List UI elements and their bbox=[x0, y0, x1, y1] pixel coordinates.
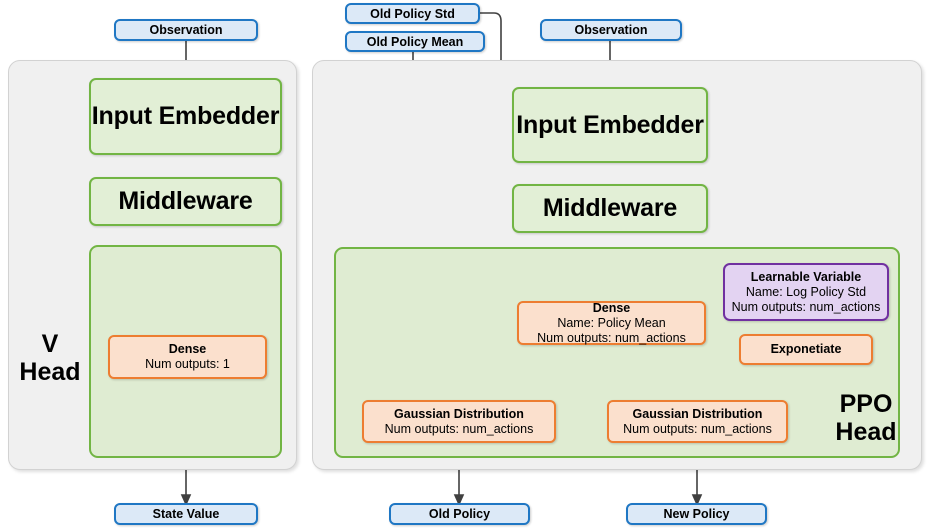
ppo-head-middleware-label: Middleware bbox=[542, 194, 678, 222]
v-head-middleware-label: Middleware bbox=[118, 187, 253, 215]
output-state-value[interactable]: State Value bbox=[114, 503, 258, 525]
gaussian-new-num-outputs: Num outputs: num_actions bbox=[623, 421, 772, 436]
ppo-head-learnable-variable-box[interactable]: Learnable Variable Name: Log Policy Std … bbox=[723, 263, 889, 321]
output-old-policy[interactable]: Old Policy bbox=[389, 503, 530, 525]
input-old-policy-std-label: Old Policy Std bbox=[370, 6, 455, 21]
learnable-variable-name: Name: Log Policy Std bbox=[745, 284, 867, 299]
ppo-head-dense-num-outputs: Num outputs: num_actions bbox=[537, 330, 686, 345]
learnable-variable-num-outputs: Num outputs: num_actions bbox=[731, 299, 881, 314]
ppo-head-exponentiate-box[interactable]: Exponetiate bbox=[739, 334, 873, 365]
ppo-head-label: PPO Head bbox=[835, 390, 897, 446]
input-old-policy-std[interactable]: Old Policy Std bbox=[345, 3, 480, 24]
input-old-policy-mean-label: Old Policy Mean bbox=[366, 34, 464, 49]
gaussian-new-title: Gaussian Distribution bbox=[632, 406, 763, 421]
v-head-input-embedder-label: Input Embedder bbox=[91, 102, 280, 130]
v-head-middleware-box[interactable]: Middleware bbox=[89, 177, 282, 226]
learnable-variable-title: Learnable Variable bbox=[750, 269, 862, 284]
input-observation-right[interactable]: Observation bbox=[540, 19, 682, 41]
output-old-policy-label: Old Policy bbox=[428, 507, 491, 521]
gaussian-old-num-outputs: Num outputs: num_actions bbox=[384, 421, 534, 436]
output-new-policy[interactable]: New Policy bbox=[626, 503, 767, 525]
output-new-policy-label: New Policy bbox=[663, 507, 730, 521]
ppo-head-middleware-box[interactable]: Middleware bbox=[512, 184, 708, 233]
v-head-dense-box[interactable]: Dense Num outputs: 1 bbox=[108, 335, 267, 379]
ppo-head-gaussian-distribution-new-box[interactable]: Gaussian Distribution Num outputs: num_a… bbox=[607, 400, 788, 443]
input-observation-left[interactable]: Observation bbox=[114, 19, 258, 41]
gaussian-old-title: Gaussian Distribution bbox=[394, 406, 524, 421]
v-head-dense-num-outputs: Num outputs: 1 bbox=[145, 357, 230, 371]
ppo-head-gaussian-distribution-old-box[interactable]: Gaussian Distribution Num outputs: num_a… bbox=[362, 400, 556, 443]
input-observation-left-label: Observation bbox=[149, 23, 223, 37]
ppo-head-dense-name: Name: Policy Mean bbox=[557, 315, 666, 330]
ppo-head-input-embedder-box[interactable]: Input Embedder bbox=[512, 87, 708, 163]
ppo-head-input-embedder-label: Input Embedder bbox=[516, 110, 704, 139]
v-head-label: V Head bbox=[19, 330, 81, 386]
input-observation-right-label: Observation bbox=[574, 23, 648, 37]
exponentiate-title: Exponetiate bbox=[770, 342, 842, 356]
ppo-head-dense-policy-mean-box[interactable]: Dense Name: Policy Mean Num outputs: num… bbox=[517, 301, 706, 345]
ppo-head-dense-title: Dense bbox=[592, 300, 631, 315]
input-old-policy-mean[interactable]: Old Policy Mean bbox=[345, 31, 485, 52]
v-head-dense-title: Dense bbox=[168, 342, 207, 356]
output-state-value-label: State Value bbox=[152, 507, 220, 521]
v-head-input-embedder-box[interactable]: Input Embedder bbox=[89, 78, 282, 155]
